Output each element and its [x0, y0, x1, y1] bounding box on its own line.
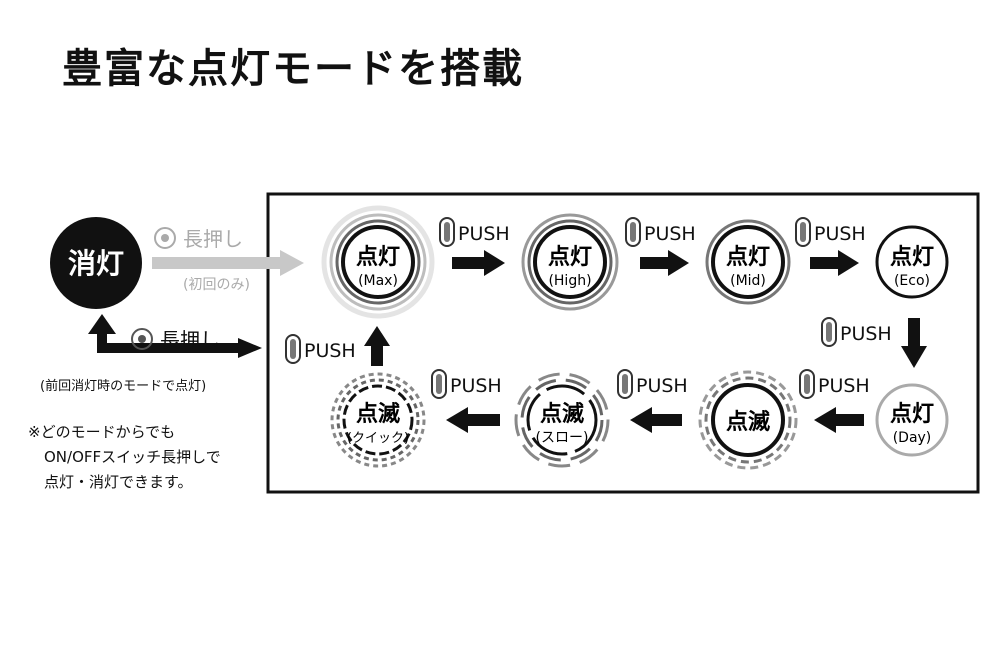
mode-high-sub: (High) [548, 273, 591, 289]
mode-day-sub: (Day) [893, 430, 932, 446]
flow-arrow-max-high [452, 250, 505, 276]
push-indicator-max-high: PUSH [439, 217, 510, 247]
push-switch-knob [630, 222, 636, 242]
mode-cycle-frame [266, 192, 980, 494]
switch-icon-dark [131, 328, 153, 350]
mode-mid-main: 点灯 [726, 244, 770, 270]
mode-max-sub: (Max) [358, 273, 398, 289]
push-indicator-quick-max: PUSH [285, 334, 356, 364]
push-indicators: PUSH PUSH PUSH PUSH PUSH PUSH PUSH PUSH [285, 217, 892, 399]
mode-quick: 点滅 (クイック) [330, 372, 426, 468]
push-label: PUSH [818, 375, 870, 397]
mode-day: 点灯 (Day) [875, 383, 949, 457]
mode-quick-sub: (クイック) [347, 431, 409, 446]
flow-arrow-blink-slow [630, 407, 682, 433]
push-indicator-day-blink: PUSH [799, 369, 870, 399]
mode-blink-main: 点滅 [726, 409, 770, 435]
push-label: PUSH [636, 375, 688, 397]
mode-eco-main: 点灯 [890, 244, 934, 270]
push-indicator-eco-day: PUSH [821, 317, 892, 347]
mode-high: 点灯 (High) [521, 213, 619, 311]
push-switch-knob [826, 322, 832, 342]
mode-mid: 点灯 (Mid) [705, 219, 791, 305]
first-long-press-arrow [152, 250, 304, 276]
mode-eco: 点灯 (Eco) [875, 225, 949, 299]
mode-max-main: 点灯 [356, 244, 400, 270]
off-state-label: 消灯 [68, 247, 124, 280]
push-label: PUSH [644, 223, 696, 245]
mode-mid-sub: (Mid) [730, 273, 766, 289]
flow-arrow-mid-eco [810, 250, 859, 276]
push-switch-knob [622, 374, 628, 394]
flow-arrow-slow-quick [446, 407, 500, 433]
switch-icon-gray [154, 227, 176, 249]
push-label: PUSH [450, 375, 502, 397]
mode-slow: 点滅 (スロー) [514, 372, 610, 468]
return-long-press-label: 長押し [160, 328, 220, 352]
off-state-circle [50, 217, 142, 309]
mode-quick-main: 点滅 [356, 401, 400, 427]
flow-arrow-quick-max [364, 326, 390, 366]
page-title: 豊富な点灯モードを搭載 [62, 46, 524, 92]
push-indicator-high-mid: PUSH [625, 217, 696, 247]
flow-arrow-day-blink [814, 407, 864, 433]
push-indicator-slow-quick: PUSH [431, 369, 502, 399]
note: ※どのモードからでも ON/OFFスイッチ長押しで 点灯・消灯できます。 [28, 420, 221, 495]
first-long-press-label: 長押し [183, 227, 243, 251]
push-switch-knob [290, 339, 296, 359]
push-switch-knob [436, 374, 442, 394]
mode-high-main: 点灯 [548, 244, 592, 270]
note-line-3: 点灯・消灯できます。 [44, 473, 193, 491]
first-long-press-sub: (初回のみ) [183, 276, 250, 293]
push-switch-knob [444, 222, 450, 242]
push-indicator-mid-eco: PUSH [795, 217, 866, 247]
push-indicator-blink-slow: PUSH [617, 369, 688, 399]
push-label: PUSH [458, 223, 510, 245]
mode-max: 点灯 (Max) [321, 205, 435, 319]
note-line-2: ON/OFFスイッチ長押しで [44, 448, 221, 466]
mode-slow-main: 点滅 [540, 401, 584, 427]
flow-arrow-eco-day [901, 318, 927, 368]
return-long-press-arrow [88, 314, 262, 358]
flow-arrow-high-mid [640, 250, 689, 276]
mode-blink: 点滅 [698, 370, 798, 470]
push-switch-knob [800, 222, 806, 242]
push-switch-knob [804, 374, 810, 394]
push-label: PUSH [304, 340, 356, 362]
push-label: PUSH [840, 323, 892, 345]
mode-slow-sub: (スロー) [536, 430, 589, 446]
note-line-1: ※どのモードからでも [28, 423, 176, 441]
return-long-press-sub: (前回消灯時のモードで点灯) [40, 378, 206, 394]
push-label: PUSH [814, 223, 866, 245]
mode-day-main: 点灯 [890, 401, 934, 427]
mode-eco-sub: (Eco) [894, 273, 930, 289]
